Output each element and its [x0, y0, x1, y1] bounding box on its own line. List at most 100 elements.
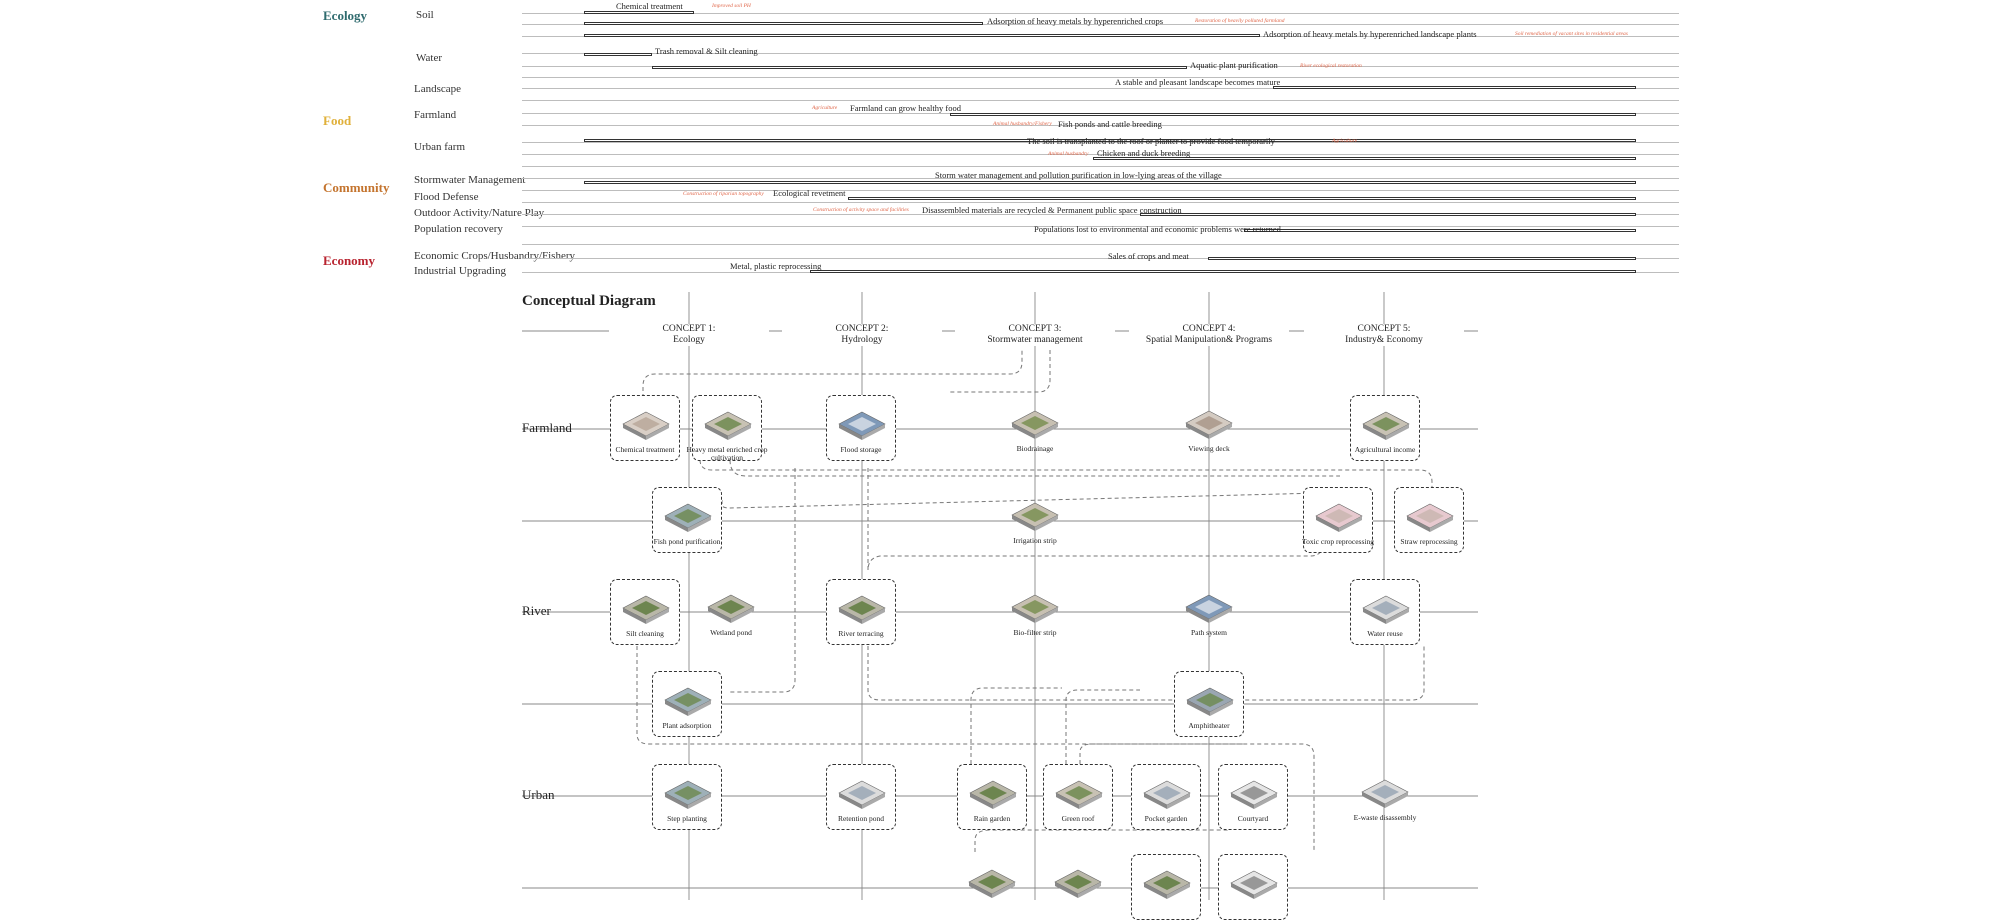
grid-line — [522, 142, 1679, 143]
category-economy: Economy — [323, 253, 375, 268]
concept-node: Flood storage — [826, 395, 896, 461]
grid-line — [522, 100, 1679, 101]
node-label: Flood storage — [840, 445, 882, 454]
task-note: Agriculture — [812, 105, 838, 111]
concept-header: CONCEPT 4:Spatial Manipulation& Programs — [1129, 324, 1289, 346]
task-label: Populations lost to environmental and ec… — [1034, 224, 1281, 234]
task-bar — [584, 139, 1636, 142]
task-bar — [810, 270, 1636, 273]
grid-line — [522, 125, 1679, 126]
node-label: Straw reprocessing — [1400, 537, 1458, 546]
dashed-connector — [974, 829, 1230, 852]
concept-node: Bio-filter strip — [1000, 579, 1070, 645]
isometric-tile-icon — [1406, 503, 1454, 532]
isometric-tile-icon — [1185, 594, 1233, 623]
node-label: Plant adsorption — [662, 721, 712, 730]
grid-line — [522, 190, 1679, 191]
node-label: Step planting — [667, 814, 707, 823]
dashed-connector — [867, 468, 1323, 571]
task-label: Trash removal & Silt cleaning — [655, 46, 758, 56]
task-bar — [1208, 257, 1636, 260]
task-bar — [584, 181, 1636, 184]
task-bar — [1244, 229, 1636, 232]
row-label: River — [522, 603, 551, 618]
task-label: Adsorption of heavy metals by hyperenric… — [987, 16, 1164, 26]
category-ecology: Ecology — [323, 8, 368, 23]
concept-node: Fish pond purification — [652, 487, 722, 553]
task-bar — [1140, 213, 1636, 216]
subcategory-label: Population recovery — [414, 223, 503, 235]
isometric-tile-icon — [1011, 502, 1059, 531]
concept-node: Path system — [1174, 579, 1244, 645]
grid-line — [522, 178, 1679, 179]
grid-line — [522, 13, 1679, 14]
task-label: Ecological revetment — [773, 188, 846, 198]
concept-node: Plant adsorption — [652, 671, 722, 737]
task-bar — [652, 66, 1187, 69]
concept-node: Agricultural income — [1350, 395, 1420, 461]
category-food: Food — [323, 113, 352, 128]
concept-node: Wetland pond — [696, 579, 766, 645]
concept-node: Step planting — [652, 764, 722, 830]
node-label: Retention pond — [837, 814, 885, 823]
subcategory-label: Urban farm — [414, 141, 466, 153]
concept-number: CONCEPT 4: — [1182, 324, 1236, 334]
isometric-tile-icon — [1362, 595, 1410, 624]
concept-node: Green roof — [1043, 764, 1113, 830]
isometric-tile-icon — [838, 595, 886, 624]
grid-line — [522, 226, 1679, 227]
concept-node: Viewing deck — [1174, 395, 1244, 461]
node-label: Fish pond purification — [653, 537, 721, 546]
isometric-tile-icon — [1362, 411, 1410, 440]
dashed-connector — [728, 468, 796, 693]
concept-header: CONCEPT 5:Industry& Economy — [1304, 324, 1464, 346]
concept-name: Ecology — [673, 334, 705, 345]
concept-node: Silt cleaning — [610, 579, 680, 645]
concept-name: Spatial Manipulation& Programs — [1145, 334, 1273, 345]
subcategory-label: Farmland — [414, 109, 457, 121]
node-label: Wetland pond — [710, 628, 752, 637]
subcategory-label: Stormwater Management — [414, 174, 526, 186]
node-label: Biodrainage — [1016, 444, 1054, 453]
concept-number: CONCEPT 1: — [662, 324, 716, 334]
concept-header: CONCEPT 1:Ecology — [609, 324, 769, 346]
concept-header: CONCEPT 3:Stormwater management — [955, 324, 1115, 346]
task-note: Animal husbandry/Fishery — [993, 121, 1052, 127]
subcategory-label: Flood Defense — [414, 191, 479, 203]
dashed-connector — [729, 459, 1340, 477]
task-note: Agriculture — [1332, 138, 1358, 144]
task-bar — [584, 11, 694, 14]
node-label: Silt cleaning — [626, 629, 664, 638]
isometric-tile-icon — [838, 780, 886, 809]
task-label: Farmland can grow healthy food — [850, 103, 961, 113]
task-bar — [584, 34, 1260, 37]
subcategory-label: Economic Crops/Husbandry/Fishery — [414, 250, 576, 262]
concept-node: Retention pond — [826, 764, 896, 830]
node-label: Rain garden — [973, 814, 1011, 823]
grid-line — [522, 258, 1679, 259]
diagram-title: Conceptual Diagram — [522, 293, 656, 309]
grid-line — [522, 214, 1679, 215]
isometric-tile-icon — [1230, 870, 1278, 899]
node-label: River terracing — [838, 629, 884, 638]
concept-node: Chemical treatment — [610, 395, 680, 461]
node-label: Courtyard — [1237, 814, 1269, 823]
task-label: Fish ponds and cattle breeding — [1058, 119, 1162, 129]
task-bar — [1093, 157, 1636, 160]
dashed-connector — [699, 459, 1433, 488]
dashed-connector — [950, 350, 1051, 393]
task-label: Disassembled materials are recycled & Pe… — [922, 205, 1182, 215]
node-label: Irrigation strip — [1013, 536, 1057, 545]
task-note: River ecological restoration — [1300, 63, 1362, 69]
task-bar — [584, 53, 652, 56]
grid-line — [522, 88, 1679, 89]
dashed-connector — [970, 687, 1062, 764]
isometric-tile-icon — [1143, 780, 1191, 809]
isometric-tile-icon — [1186, 687, 1234, 716]
grid-line — [522, 154, 1679, 155]
category-community: Community — [323, 180, 390, 195]
concept-node: Toxic crop reprocessing — [1302, 487, 1374, 553]
isometric-tile-icon — [1185, 410, 1233, 439]
